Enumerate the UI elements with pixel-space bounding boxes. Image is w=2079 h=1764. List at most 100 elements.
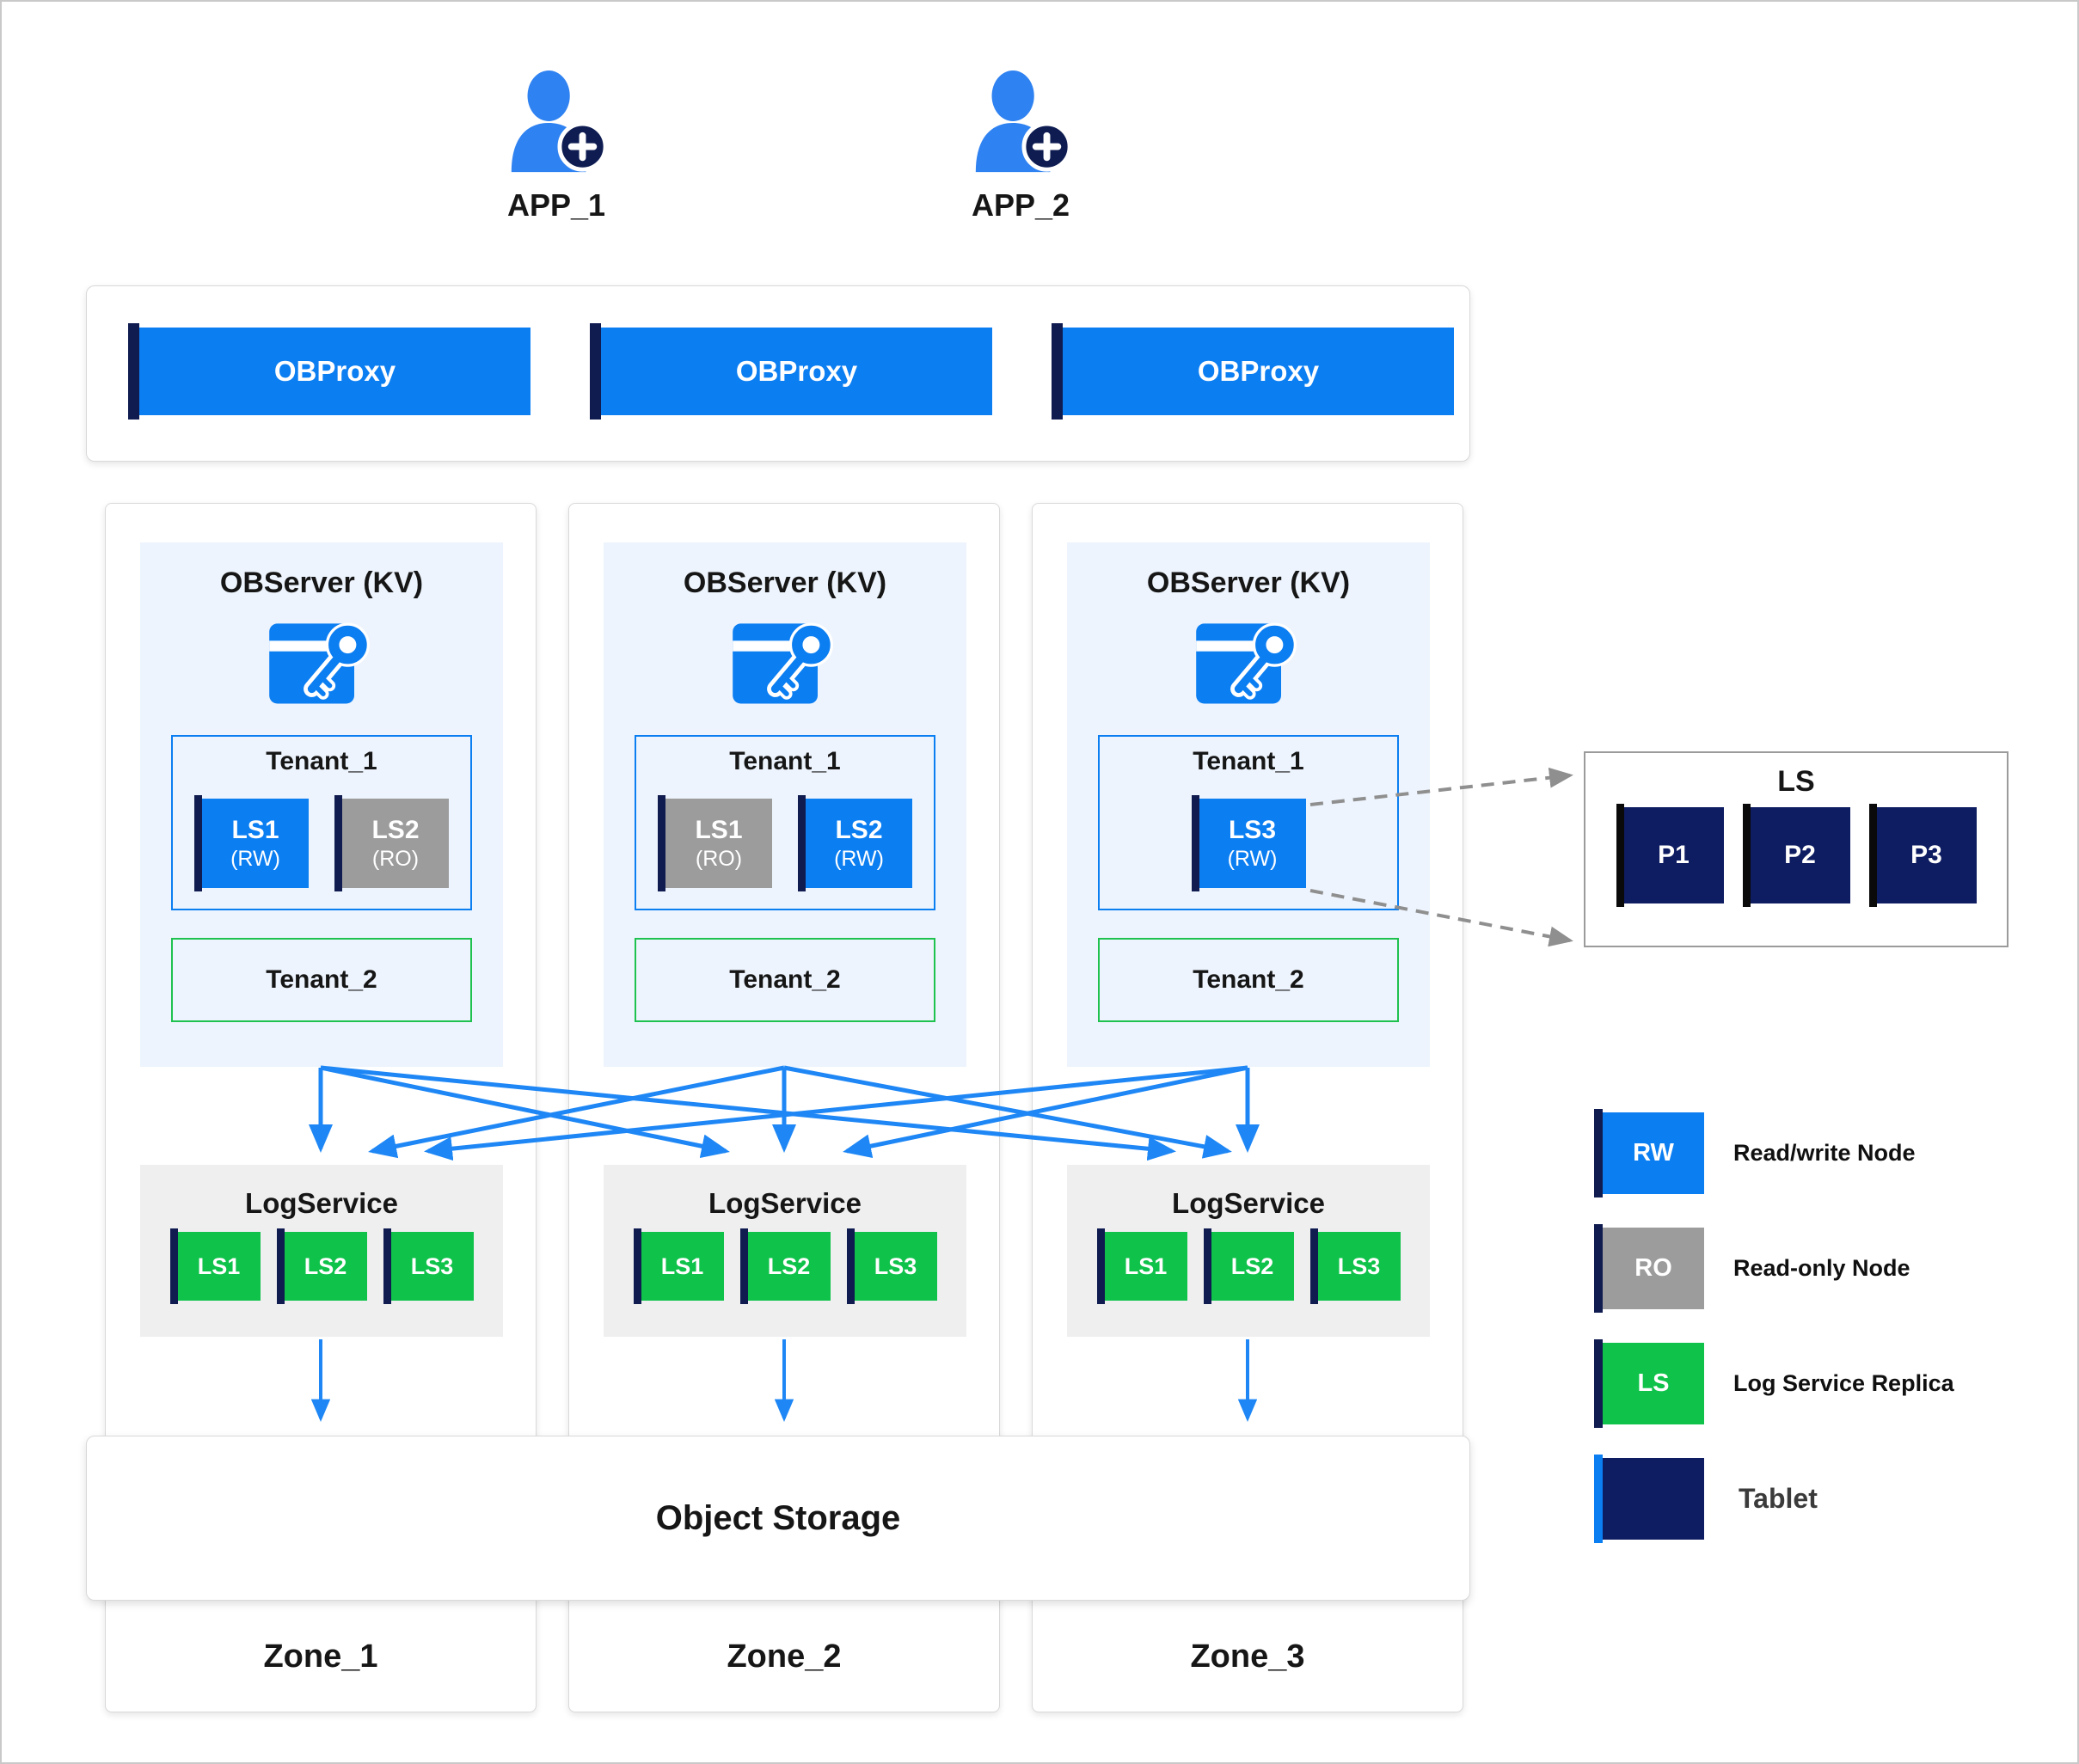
- accent-bar: [590, 323, 601, 420]
- accent-bar: [1594, 1339, 1603, 1428]
- user-plus-icon: [975, 70, 1072, 173]
- object-storage-title: Object Storage: [655, 1498, 901, 1537]
- zone-label: Zone_1: [263, 1638, 378, 1675]
- accent-bar: [798, 795, 806, 891]
- legend-chip-rw: RW: [1594, 1109, 1704, 1197]
- app-label: APP_1: [506, 187, 606, 223]
- log-replica-chip: LS3: [846, 1228, 937, 1304]
- accent-bar: [128, 323, 139, 420]
- accent-bar: [633, 1228, 641, 1304]
- tenant1-label: Tenant_1: [266, 747, 377, 775]
- accent-bar: [658, 795, 665, 891]
- accent-bar: [1309, 1228, 1318, 1304]
- log-replica-chip: LS3: [383, 1228, 474, 1304]
- tenant2-box: Tenant_2: [171, 938, 472, 1022]
- log-replica-chip: LS2: [739, 1228, 831, 1304]
- obproxy-label: OBProxy: [735, 355, 858, 387]
- kv-key-icon: [269, 622, 371, 704]
- tenant2-box: Tenant_2: [635, 938, 935, 1022]
- legend-item-ro: RO Read-only Node: [1594, 1224, 1910, 1313]
- accent-bar: [194, 795, 202, 891]
- ls-replica-chip: LS1 (RO): [658, 795, 772, 891]
- replica-chips: LS3 (RW): [1100, 795, 1397, 891]
- logservice-replicas: LS1 LS2 LS3: [140, 1228, 503, 1304]
- logservice-box: LogService LS1 LS2 LS3: [140, 1165, 503, 1337]
- legend-item-rw: RW Read/write Node: [1594, 1109, 1916, 1197]
- replica-name: LS2: [371, 815, 420, 844]
- accent-bar: [739, 1228, 748, 1304]
- logservice-title: LogService: [245, 1187, 398, 1219]
- replica-name: LS1: [695, 815, 743, 844]
- observer-panel: OBServer (KV) Tenant_1 LS1: [604, 542, 966, 1067]
- logservice-title: LogService: [708, 1187, 862, 1219]
- zone-label: Zone_2: [727, 1638, 842, 1675]
- legend-item-ls: LS Log Service Replica: [1594, 1339, 1954, 1428]
- accent-bar: [1594, 1109, 1603, 1197]
- accent-bar: [1052, 323, 1063, 420]
- logservice-replicas: LS1 LS2 LS3: [1067, 1228, 1430, 1304]
- accent-bar: [276, 1228, 285, 1304]
- tenant1-label: Tenant_1: [1193, 747, 1304, 775]
- replica-mode: (RW): [834, 846, 884, 871]
- observer-title: OBServer (KV): [683, 567, 887, 599]
- legend-item-tablet: Tablet: [1594, 1455, 1818, 1543]
- replica-mode: (RO): [371, 846, 420, 871]
- legend-label: Log Service Replica: [1733, 1370, 1954, 1396]
- accent-bar: [383, 1228, 391, 1304]
- log-replica-chip: LS2: [1203, 1228, 1294, 1304]
- partition-chips: P1 P2 P3: [1585, 804, 2007, 907]
- obproxy-box-1: OBProxy: [128, 323, 530, 420]
- obproxy-label: OBProxy: [1197, 355, 1320, 387]
- accent-bar: [169, 1228, 178, 1304]
- legend-label: Read-only Node: [1733, 1255, 1910, 1281]
- tenant2-box: Tenant_2: [1098, 938, 1399, 1022]
- log-replica-chip: LS2: [276, 1228, 367, 1304]
- tenant1-box: Tenant_1 LS1 (RW) LS2 (RO): [171, 735, 472, 910]
- legend-chip-tablet: [1594, 1455, 1704, 1543]
- kv-key-icon: [1196, 622, 1297, 704]
- accent-bar: [1868, 804, 1877, 907]
- tablet-chip: P1: [1616, 804, 1724, 907]
- accent-bar: [1191, 795, 1199, 891]
- ls-replica-chip: LS3 (RW): [1191, 795, 1306, 891]
- replica-chips: LS1 (RO) LS2 (RW): [636, 795, 934, 891]
- tenant2-label: Tenant_2: [266, 965, 377, 994]
- accent-bar: [334, 795, 342, 891]
- ls-replica-chip: LS2 (RW): [798, 795, 912, 891]
- replica-mode: (RW): [230, 846, 280, 871]
- ls-replica-chip: LS2 (RO): [334, 795, 449, 891]
- ls-detail-title: LS: [1777, 765, 1815, 798]
- accent-bar: [1594, 1224, 1603, 1313]
- ls-replica-chip: LS1 (RW): [194, 795, 309, 891]
- obproxy-container: OBProxy OBProxy OBProxy: [86, 285, 1470, 462]
- logservice-box: LogService LS1 LS2 LS3: [1067, 1165, 1430, 1337]
- legend-chip-ls: LS: [1594, 1339, 1704, 1428]
- legend-label: Read/write Node: [1733, 1140, 1916, 1166]
- obproxy-label: OBProxy: [273, 355, 396, 387]
- tenant2-label: Tenant_2: [729, 965, 841, 994]
- tablet-chip: P3: [1868, 804, 1977, 907]
- ls-detail-box: LS P1 P2 P3: [1584, 751, 2008, 947]
- legend-chip-ro: RO: [1594, 1224, 1704, 1313]
- tenant1-box: Tenant_1 LS3 (RW): [1098, 735, 1399, 910]
- observer-title: OBServer (KV): [1146, 567, 1351, 599]
- tablet-chip: P2: [1742, 804, 1850, 907]
- replica-name: LS3: [1228, 815, 1277, 844]
- logservice-box: LogService LS1 LS2 LS3: [604, 1165, 966, 1337]
- replica-name: LS1: [231, 815, 279, 844]
- accent-bar: [1616, 804, 1624, 907]
- logservice-replicas: LS1 LS2 LS3: [604, 1228, 966, 1304]
- app-node-1: APP_1: [470, 67, 642, 224]
- log-replica-chip: LS1: [633, 1228, 724, 1304]
- replica-mode: (RW): [1227, 846, 1278, 871]
- log-replica-chip: LS3: [1309, 1228, 1401, 1304]
- replica-name: LS2: [835, 815, 883, 844]
- accent-bar: [1203, 1228, 1211, 1304]
- tenant2-label: Tenant_2: [1193, 965, 1304, 994]
- replica-mode: (RO): [695, 846, 743, 871]
- zone-label: Zone_3: [1190, 1638, 1305, 1675]
- accent-bar: [1096, 1228, 1105, 1304]
- tenant1-label: Tenant_1: [729, 747, 841, 775]
- accent-bar: [1742, 804, 1751, 907]
